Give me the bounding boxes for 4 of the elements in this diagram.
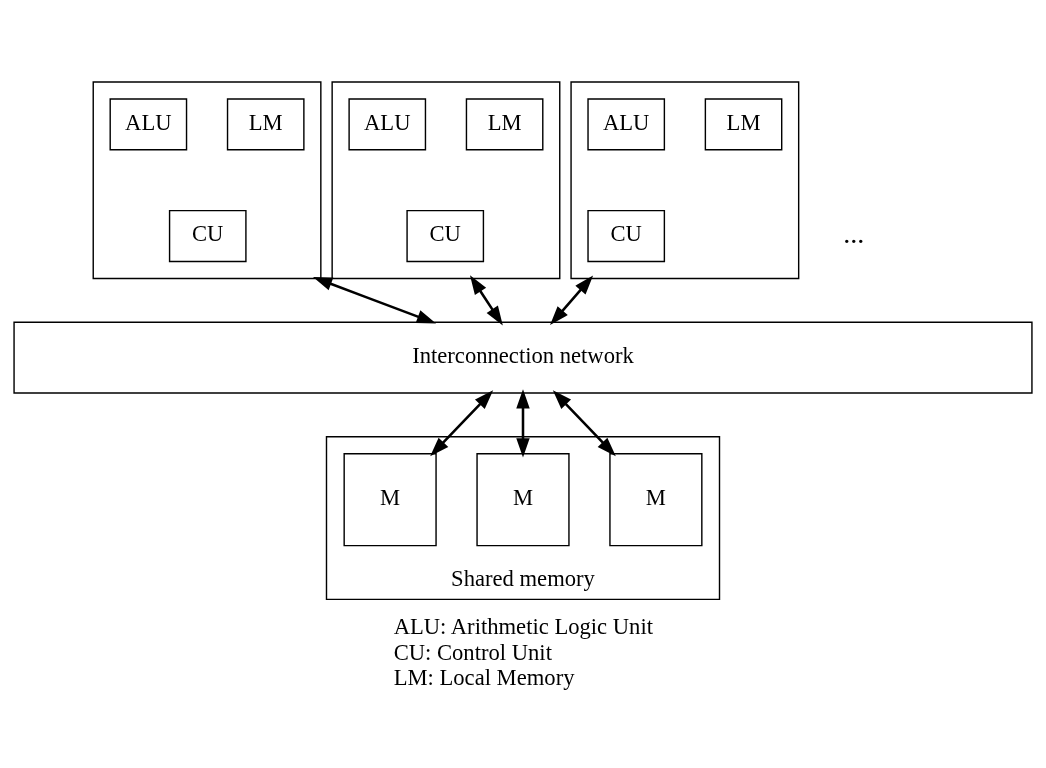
label: LM: Local Memory (393, 664, 575, 690)
label: ... (843, 217, 865, 249)
label: ALU: Arithmetic Logic Unit (393, 613, 653, 639)
label: CU: Control Unit (393, 639, 552, 665)
